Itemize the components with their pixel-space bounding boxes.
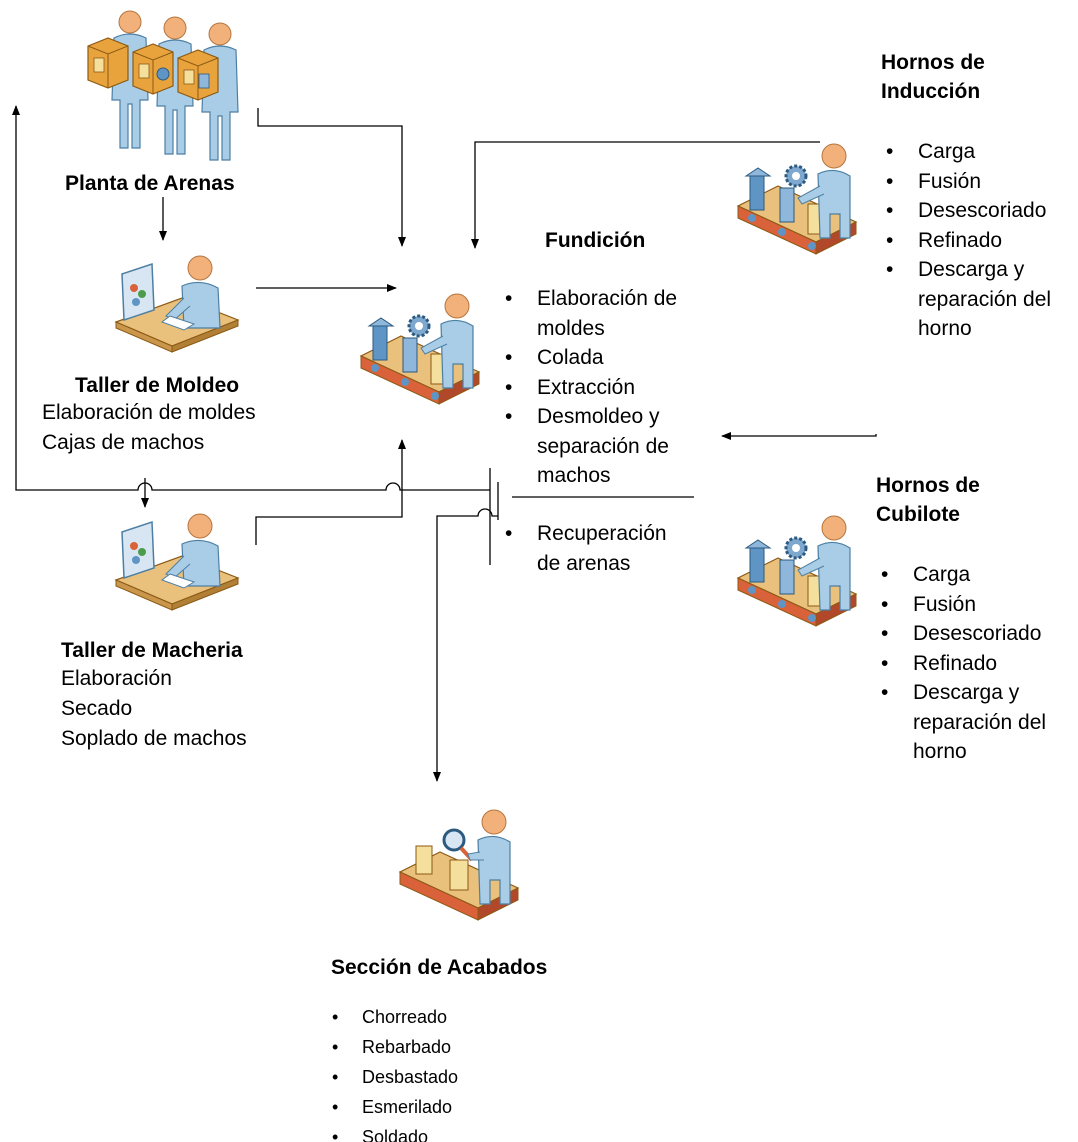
macheria-line: Soplado de machos [61, 727, 247, 750]
list-item: Descarga y reparación del horno [875, 678, 1070, 767]
arrow-induccion-to-fundicion [471, 141, 820, 249]
assembly-line-worker-icon [736, 142, 858, 256]
macheria-title: Taller de Macheria [61, 639, 243, 662]
list-item: Desescoriado [880, 196, 1070, 226]
list-item: Desmoldeo y separación de machos [499, 402, 694, 491]
arrow-cubilote-to-fundicion [721, 432, 877, 440]
fundicion-title: Fundición [545, 229, 646, 252]
list-item: Extracción [499, 373, 694, 403]
list-item: Chorreado [326, 1002, 526, 1032]
assembly-line-worker-icon [359, 293, 481, 405]
list-item: Recuperación de arenas [499, 519, 694, 578]
list-item: Carga [875, 560, 1070, 590]
moldeo-line: Elaboración de moldes [42, 401, 256, 424]
induccion-list: Carga Fusión Desescoriado Refinado Desca… [880, 137, 1070, 344]
list-item: Desescoriado [875, 619, 1070, 649]
cubilote-title-line1: Hornos de [876, 474, 980, 497]
quality-inspector-conveyor-icon [398, 809, 520, 921]
arrow-planta-to-fundicion [257, 108, 406, 247]
acabados-title: Sección de Acabados [331, 956, 548, 979]
list-item: Rebarbado [326, 1032, 526, 1062]
arrow-fundicion-to-acabados [433, 508, 498, 782]
macheria-line: Elaboración [61, 667, 172, 690]
list-item: Fusión [875, 590, 1070, 620]
workers-carrying-boxes-icon [87, 10, 239, 161]
worker-at-computer-icon [115, 513, 239, 611]
induccion-title-line2: Inducción [881, 80, 981, 103]
list-item: Refinado [875, 649, 1070, 679]
cubilote-list: Carga Fusión Desescoriado Refinado Desca… [875, 560, 1070, 767]
fundicion-list: Elaboración de moldes Colada Extracción … [499, 284, 694, 491]
list-item: Refinado [880, 226, 1070, 256]
list-item: Descarga y reparación del horno [880, 255, 1070, 344]
list-item: Colada [499, 343, 694, 373]
planta-title: Planta de Arenas [65, 172, 235, 195]
list-item: Soldado [326, 1122, 526, 1142]
list-item: Fusión [880, 167, 1070, 197]
induccion-title-line1: Hornos de [881, 51, 985, 74]
list-item: Esmerilado [326, 1092, 526, 1122]
arrow-macheria-to-fundicion [255, 439, 406, 545]
macheria-line: Secado [61, 697, 133, 720]
list-item: Elaboración de moldes [499, 284, 694, 343]
worker-at-computer-icon [114, 255, 240, 353]
list-item: Carga [880, 137, 1070, 167]
moldeo-line: Cajas de machos [42, 431, 205, 454]
fundicion-extra-list: Recuperación de arenas [499, 519, 694, 578]
assembly-line-worker-icon [736, 514, 858, 628]
moldeo-title: Taller de Moldeo [75, 374, 240, 397]
list-item: Desbastado [326, 1062, 526, 1092]
cubilote-title-line2: Cubilote [876, 503, 960, 526]
arrow-return-to-planta [12, 105, 490, 491]
acabados-list: Chorreado Rebarbado Desbastado Esmerilad… [326, 1002, 526, 1142]
